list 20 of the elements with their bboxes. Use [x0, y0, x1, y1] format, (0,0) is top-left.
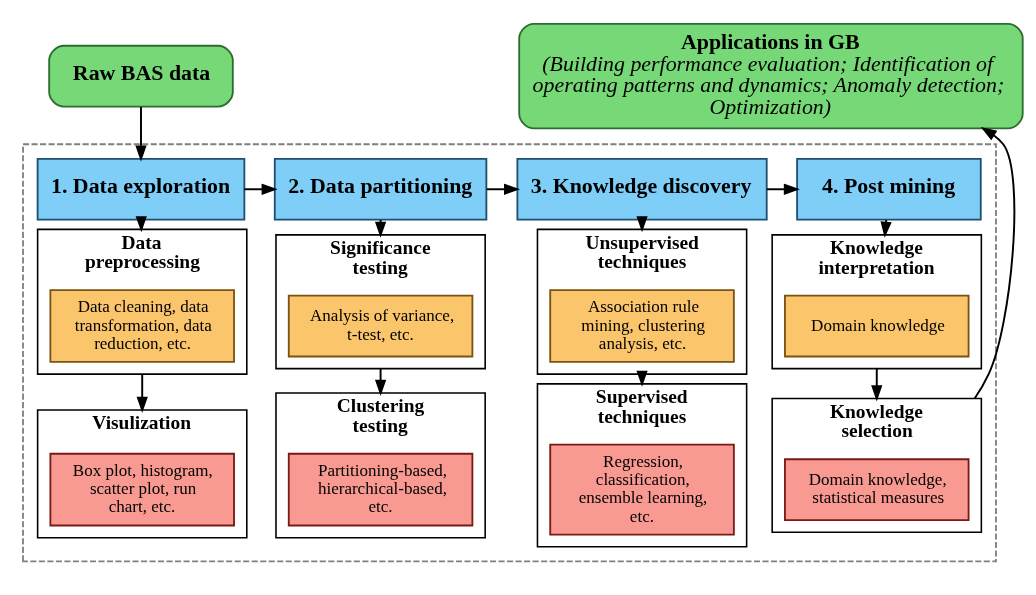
node-box: Domain knowledge, statistical measures	[784, 458, 970, 521]
arrow	[374, 367, 387, 396]
node-box: Box plot, histogram, scatter plot, run chart, etc.	[49, 452, 235, 527]
arrow	[973, 127, 1016, 400]
node-box: Data cleaning, data transformation, data reduction, etc.	[49, 289, 235, 363]
arrow	[485, 183, 521, 195]
node-box: Regression, classification, ensemble learning, etc.	[549, 443, 735, 536]
node-box: Partitioning-based, hierarchical-based, etc.	[287, 452, 474, 527]
arrow	[765, 183, 800, 195]
arrow	[136, 373, 148, 413]
node-box: Raw BAS data	[48, 44, 234, 108]
arrow	[135, 106, 147, 162]
arrow	[243, 183, 278, 195]
arrow	[871, 367, 883, 402]
node-box: Analysis of variance, t-test, etc.	[287, 294, 474, 358]
node-box: Applications in GB (Building performance evaluation; Identification of operating patterns and dynamics; Anomaly detection; Optimization)	[518, 22, 1024, 130]
node-box: 4. Post mining	[796, 157, 982, 221]
node-box: 2. Data partitioning	[273, 157, 488, 221]
node-box: Domain knowledge	[784, 294, 970, 358]
node-box: Association rule mining, clustering analysis, etc.	[549, 289, 735, 363]
